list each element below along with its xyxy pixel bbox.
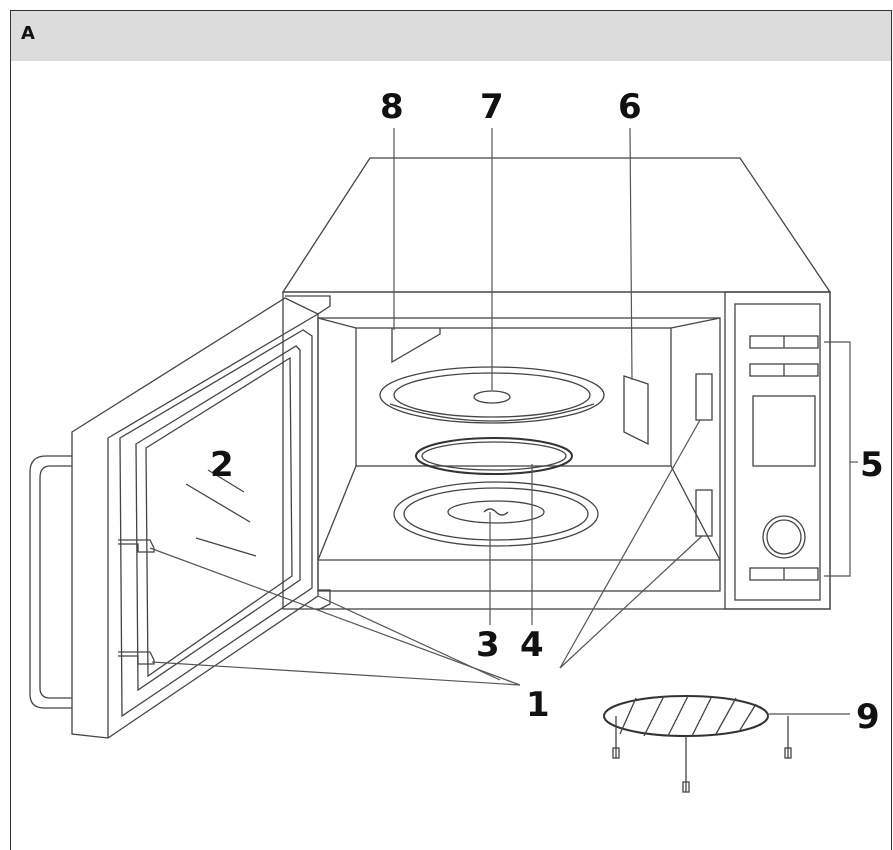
microwave-body <box>281 157 832 610</box>
callout-7: 7 <box>480 87 504 127</box>
callout-1: 1 <box>526 685 550 725</box>
door-latch-upper <box>118 539 155 553</box>
callout-4: 4 <box>520 625 544 665</box>
figure-frame: A <box>10 10 892 850</box>
callout-8: 8 <box>380 87 404 127</box>
waveguide-plate <box>623 375 649 446</box>
callout-9: 9 <box>856 697 880 737</box>
callout-2: 2 <box>210 445 234 485</box>
figure-label: A <box>21 23 35 44</box>
metal-rack <box>603 695 792 793</box>
door-latch-lower <box>118 651 155 665</box>
latch-hole-lower <box>695 489 713 537</box>
oven-door <box>29 295 331 739</box>
panel-knob <box>762 515 806 559</box>
oven-cavity <box>317 317 721 561</box>
callout-3: 3 <box>476 625 500 665</box>
waveguide-cover <box>391 328 441 364</box>
callout-6: 6 <box>618 87 642 127</box>
control-panel <box>724 291 831 610</box>
panel-display <box>752 395 816 467</box>
roller-ring <box>415 437 573 475</box>
turntable-base <box>393 481 599 547</box>
callout-5: 5 <box>860 445 884 485</box>
figure-header: A <box>11 11 891 61</box>
leader-lines <box>149 127 858 715</box>
drive-shaft <box>483 508 509 516</box>
latch-hole-upper <box>695 373 713 421</box>
